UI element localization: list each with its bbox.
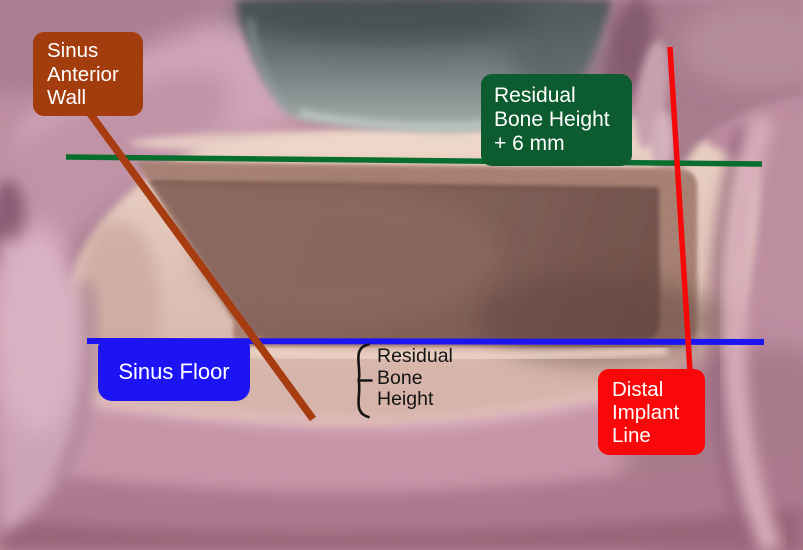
residual-bone-height-annotation: Residual Bone Height — [377, 345, 453, 410]
sinus-floor-label: Sinus Floor — [98, 343, 250, 401]
residual-bone-height-plus6-label: Residual Bone Height + 6 mm — [481, 74, 632, 166]
distal-implant-line-label: Distal Implant Line — [598, 369, 705, 455]
sinus-anterior-wall-label: Sinus Anterior Wall — [33, 32, 143, 116]
distal-implant-line — [667, 46, 693, 372]
sinus-floor-line — [86, 338, 765, 345]
distal-mucosa-fold — [710, 114, 783, 550]
residual-bone-height-brace — [357, 343, 373, 419]
residual-bone-height-plus6-line — [65, 154, 763, 167]
cheek-fold — [0, 225, 95, 536]
sinus-anterior-wall-line — [82, 105, 317, 422]
